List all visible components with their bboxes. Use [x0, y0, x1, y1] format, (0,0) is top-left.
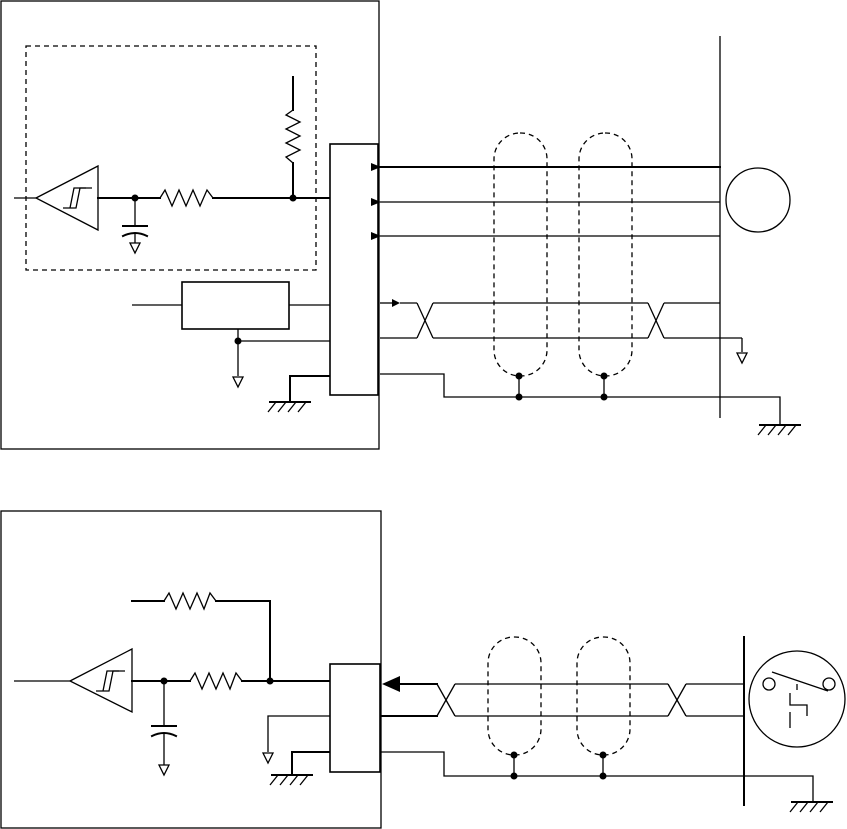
pull-up-resistor-icon [164, 593, 216, 609]
ground-icon [130, 243, 140, 253]
top-connector [330, 144, 378, 395]
pull-up-resistor-icon [286, 110, 300, 163]
switch-icon [749, 651, 845, 747]
twisted-pair-cable [380, 299, 742, 352]
ground-icon [159, 765, 169, 775]
schmitt-trigger-icon [14, 649, 132, 712]
resistor-icon [160, 190, 213, 206]
chassis-ground-icon [270, 775, 312, 785]
top-input-circuit-boundary [26, 46, 316, 270]
capacitor-icon [152, 681, 176, 765]
resistor-icon [190, 673, 242, 689]
bottom-panel [1, 511, 845, 828]
bottom-connector [330, 664, 380, 772]
capacitor-icon [123, 198, 147, 243]
top-panel [1, 1, 800, 449]
twisted-pair-cable [382, 676, 744, 716]
chassis-ground-icon [758, 425, 800, 435]
chassis-ground-icon [790, 802, 832, 812]
bottom-device-enclosure [1, 511, 381, 828]
ground-icon [233, 377, 243, 387]
chassis-ground-icon [268, 402, 310, 412]
cable-shields [488, 637, 630, 780]
ground-icon [737, 353, 747, 363]
driver-block [182, 282, 289, 329]
encoder-device [726, 168, 790, 232]
ground-icon [263, 753, 273, 763]
top-device-enclosure [1, 1, 379, 449]
cable-shields [494, 133, 632, 401]
schmitt-trigger-icon [14, 166, 98, 230]
